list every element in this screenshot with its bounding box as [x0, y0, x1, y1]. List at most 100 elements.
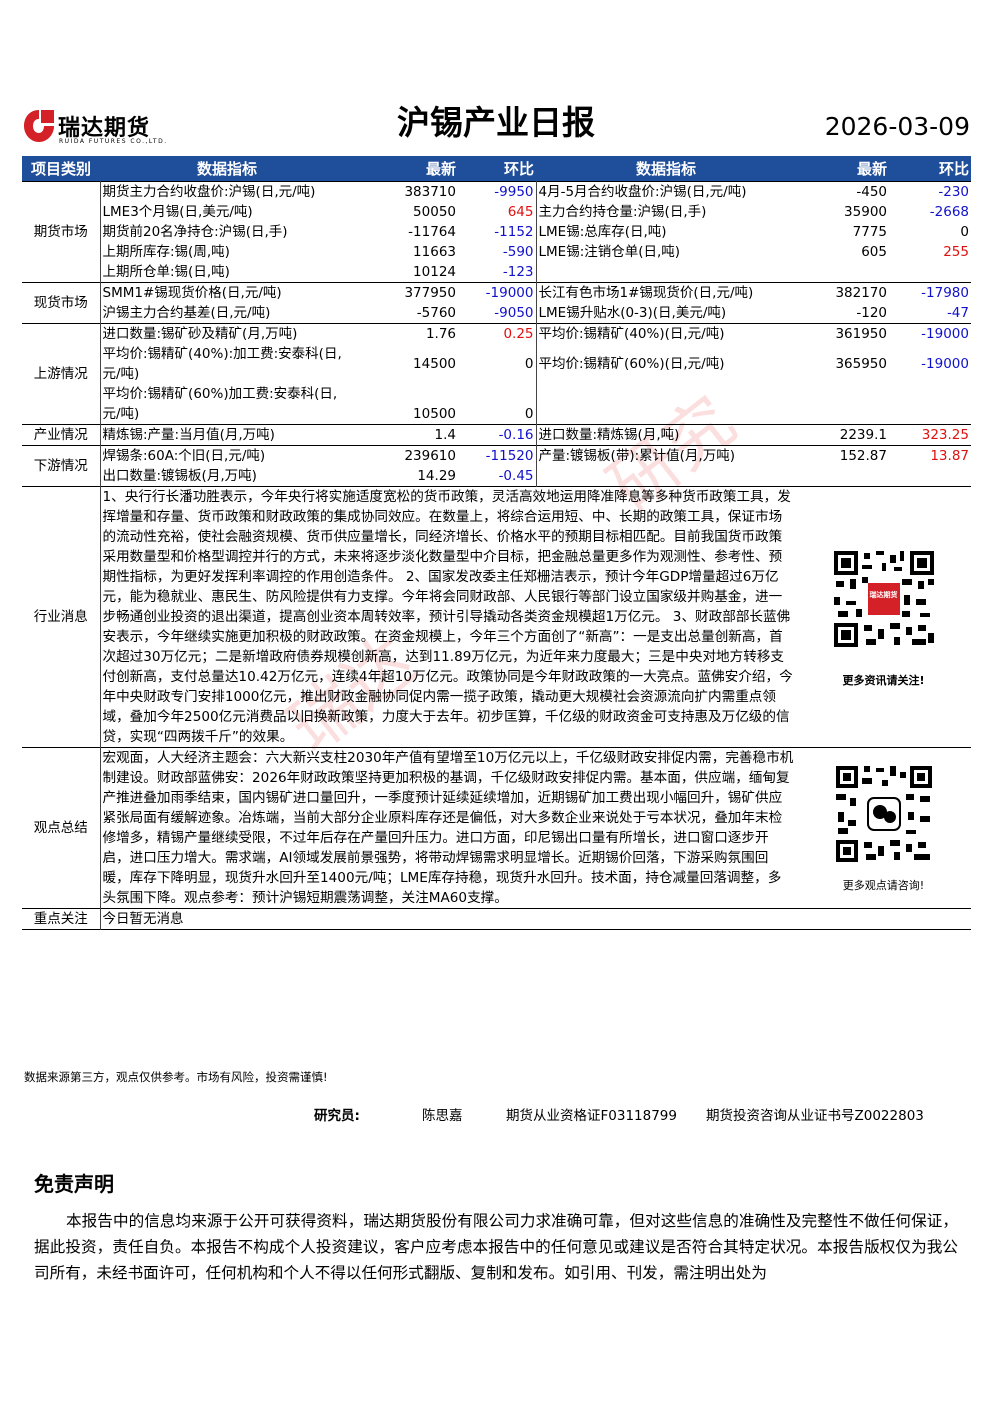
indicator-name: 上期所库存:锡(周,吨) [102, 244, 230, 260]
change-value: 323.25 [921, 427, 969, 443]
indicator-name: 平均价:锡精矿(40%):加工费:安泰科(日,元/吨) [102, 346, 342, 382]
table-row: 产业情况 精炼锡:产量:当月值(月,万吨) 1.4 -0.16 进口数量:精炼锡… [22, 424, 971, 446]
indicator-name: 期货主力合约收盘价:沪锡(日,元/吨) [102, 184, 316, 200]
disclaimer-title: 免责声明 [34, 1172, 114, 1196]
change-value: -2668 [929, 204, 969, 220]
indicator-name: SMM1#锡现货价格(日,元/吨) [102, 285, 282, 301]
indicator-name: 进口数量:精炼锡(月,吨) [538, 427, 680, 443]
latest-value [796, 384, 889, 425]
indicator-name: 沪锡主力合约基差(日,元/吨) [102, 305, 271, 321]
category-futures: 期货市场 [22, 181, 101, 283]
view-qr-block: 更多观点请咨询! [796, 748, 971, 909]
indicator-name [536, 466, 796, 487]
header-change-right: 环比 [889, 156, 971, 182]
latest-value [796, 466, 889, 487]
latest-value: 239610 [404, 448, 456, 464]
header-change-left: 环比 [458, 156, 536, 182]
researcher-label: 研究员: [314, 1108, 360, 1124]
table-row: 上期所仓单:锡(日,吨) 10124 -123 [22, 262, 971, 283]
indicator-name: 4月-5月合约收盘价:沪锡(日,元/吨) [538, 184, 747, 200]
category-upstream: 上游情况 [22, 323, 101, 425]
latest-value: 361950 [835, 326, 887, 342]
change-value: -0.45 [458, 466, 537, 487]
change-value: 255 [943, 244, 969, 260]
indicator-name: 平均价:锡精矿(60%)(日,元/吨) [538, 356, 725, 372]
latest-value [796, 262, 889, 283]
latest-value: 2239.1 [839, 427, 887, 443]
change-value: 0.25 [458, 323, 537, 344]
change-value: -19000 [458, 282, 537, 303]
change-value: -590 [458, 242, 537, 262]
latest-value: 14.29 [417, 468, 456, 484]
indicator-name: LME锡:注销仓单(日,吨) [538, 244, 681, 260]
table-row: 上游情况 进口数量:锡矿砂及精矿(月,万吨) 1.76 0.25 平均价:锡精矿… [22, 323, 971, 425]
change-value: 13.87 [930, 448, 969, 464]
report-title: 沪锡产业日报 [397, 103, 595, 142]
change-value: 0 [458, 344, 537, 384]
category-spot: 现货市场 [22, 282, 101, 324]
data-table: 项目类别 数据指标 最新 环比 数据指标 最新 环比 期货市场 期货主力合约收盘… [22, 156, 971, 930]
table-header-row: 项目类别 数据指标 最新 环比 数据指标 最新 环比 [22, 156, 971, 182]
latest-value: 50050 [413, 204, 456, 220]
change-value: -19000 [921, 356, 969, 372]
qualification-cert: 期货从业资格证F03118799 [506, 1108, 677, 1124]
change-value: -19000 [921, 326, 969, 342]
company-logo: 瑞达期货 RUIDA FUTURES CO.,LTD. [22, 108, 172, 150]
change-value: -230 [938, 184, 969, 200]
latest-value: 10500 [413, 406, 456, 422]
category-news: 行业消息 [22, 486, 101, 748]
latest-value: 377950 [404, 285, 456, 301]
table-row: 期货前20名净持仓:沪锡(日,手) -11764 -1152 LME锡:总库存(… [22, 222, 971, 242]
view-row: 观点总结 宏观面，人大经济主题会：六大新兴支柱2030年产值有望增至10万亿元以… [22, 747, 971, 909]
change-value: -9050 [458, 303, 537, 324]
change-value: 645 [458, 202, 537, 222]
change-value: -9950 [458, 181, 537, 202]
indicator-name: LME锡升贴水(0-3)(日,美元/吨) [538, 305, 727, 321]
header-category: 项目类别 [22, 156, 100, 182]
latest-value: 152.87 [839, 448, 887, 464]
latest-value: 10124 [413, 264, 456, 280]
change-value: -47 [946, 305, 969, 321]
latest-value: 605 [861, 244, 887, 260]
data-source-note: 数据来源第三方，观点仅供参考。市场有风险，投资需谨慎! [24, 1070, 328, 1084]
change-value: 0 [960, 224, 969, 240]
table-row: 平均价:锡精矿(40%):加工费:安泰科(日,元/吨) 14500 0 平均价:… [22, 344, 971, 384]
category-focus: 重点关注 [22, 908, 101, 930]
table-row: LME3个月锡(日,美元/吨) 50050 645 主力合约持仓量:沪锡(日,手… [22, 202, 971, 222]
change-value: -11520 [458, 445, 537, 466]
view-summary-text: 宏观面，人大经济主题会：六大新兴支柱2030年产值有望增至10万亿元以上，千亿级… [102, 750, 794, 906]
change-value: -1152 [458, 222, 537, 242]
latest-value: -11764 [408, 224, 456, 240]
indicator-name: 长江有色市场1#锡现货价(日,元/吨) [538, 285, 754, 301]
table-row: 上期所库存:锡(周,吨) 11663 -590 LME锡:注销仓单(日,吨) 6… [22, 242, 971, 262]
latest-value: 383710 [404, 184, 456, 200]
change-value [889, 262, 971, 283]
indicator-name: 进口数量:锡矿砂及精矿(月,万吨) [102, 326, 298, 342]
header-indicator-left: 数据指标 [100, 156, 354, 182]
consulting-cert: 期货投资咨询从业证书号Z0022803 [706, 1108, 924, 1124]
indicator-name: LME3个月锡(日,美元/吨) [102, 204, 253, 220]
change-value: -0.16 [458, 424, 537, 446]
indicator-name [536, 262, 796, 283]
latest-value: 1.76 [425, 326, 456, 342]
qr-badge-text: 瑞达期货 [869, 591, 898, 599]
change-value [889, 466, 971, 487]
latest-value: -120 [856, 305, 887, 321]
focus-text: 今日暂无消息 [102, 911, 184, 927]
category-industry: 产业情况 [22, 424, 101, 446]
qr-code-icon [831, 549, 936, 649]
latest-value: 35900 [844, 204, 887, 220]
change-value: 0 [458, 384, 537, 425]
header-latest-left: 最新 [354, 156, 458, 182]
table-row: 期货市场 期货主力合约收盘价:沪锡(日,元/吨) 383710 -9950 4月… [22, 181, 971, 283]
table-row: 出口数量:镀锡板(月,万吨) 14.29 -0.45 [22, 466, 971, 487]
focus-row: 重点关注 今日暂无消息 [22, 908, 971, 930]
latest-value: -450 [856, 184, 887, 200]
report-date: 2026-03-09 [824, 112, 970, 141]
latest-value: 1.4 [434, 427, 456, 443]
news-row: 行业消息 1、央行行长潘功胜表示，今年央行将实施适度宽松的货币政策，灵活高效地运… [22, 486, 971, 748]
change-value: -123 [458, 262, 537, 283]
indicator-name: 焊锡条:60A:个旧(日,元/吨) [102, 448, 266, 464]
industry-news-text: 1、央行行长潘功胜表示，今年央行将实施适度宽松的货币政策，灵活高效地运用降准降息… [102, 489, 793, 745]
qr-code-icon [833, 764, 934, 864]
